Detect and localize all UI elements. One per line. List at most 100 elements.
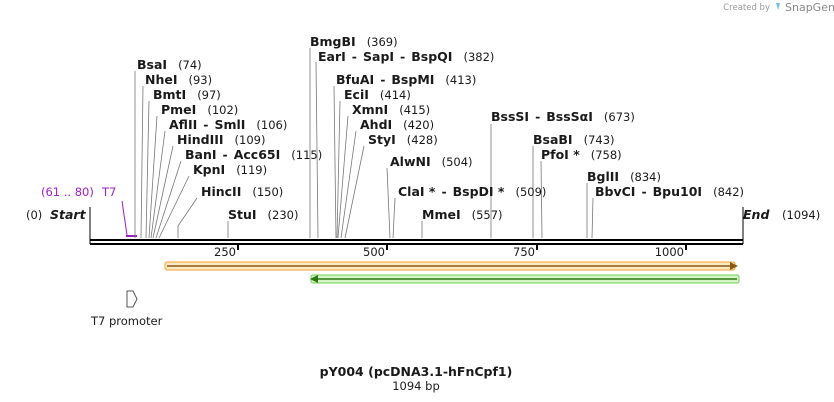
site-position: (369) [367,35,398,49]
tick-label-750: 750 [513,245,535,259]
site-name: MmeI [422,207,461,222]
site-leaders [134,48,594,239]
site-label: BfuAI-BspMI(413) [336,72,476,87]
site-position: (428) [407,133,438,147]
map-subtitle: 1094 bp [392,379,440,393]
site-name: XmnI [352,102,388,117]
t7-primer-name: T7 [101,185,116,199]
site-label: BbvCI-Bpu10I(842) [595,184,744,199]
site-label: BsaI (74) [137,57,202,72]
site-position: (557) [472,208,503,222]
created-by-text: Created by [723,3,770,13]
site-position: (382) [463,50,494,64]
site-name: BglII [587,169,619,184]
site-position: (230) [268,208,299,222]
site-name: SapI [363,49,394,64]
site-name: EciI [344,87,369,102]
t7-promoter-label: T7 promoter [90,314,163,328]
site-name: BmtI [153,87,186,102]
site-position: (106) [256,118,287,132]
site-position: (97) [197,88,221,102]
site-position: (743) [584,133,615,147]
site-name: PmeI [161,102,196,117]
sequence-backbone [89,207,744,245]
snapgene-brand: SnapGene [785,1,834,14]
site-name: BspQI [411,49,452,64]
site-position: (673) [604,110,635,124]
site-name: HincII [201,184,241,199]
site-label: ClaI *-BspDI *(509) [398,184,546,199]
site-name: BfuAI [336,72,374,87]
tick-label-250: 250 [214,245,236,259]
site-label: PfoI * (758) [541,147,622,162]
site-label: EarI-SapI-BspQI(382) [318,49,494,64]
site-label: HincII (150) [201,184,283,199]
site-name: BmgBI [310,34,356,49]
site-name: BssSI [491,109,529,124]
t7-primer-range: (61 .. 80) [41,185,94,199]
site-name: BssSαI [546,109,593,124]
site-name: BsaI [137,57,167,72]
site-label: BssSI-BssSαI(673) [491,109,635,124]
site-name: StuI [228,207,257,222]
site-label: StuI (230) [228,207,298,222]
site-label: BmtI (97) [153,87,221,102]
site-name: SmlI [214,117,245,132]
site-name: BbvCI [595,184,635,199]
site-position: (102) [207,103,238,117]
green-feature-arrow [310,274,740,284]
site-name: EarI [318,49,346,64]
site-name: ClaI * [398,184,436,199]
site-position: (834) [630,170,661,184]
site-label: KpnI (119) [193,162,267,177]
site-name: AlwNI [390,154,431,169]
site-name: HindIII [177,132,224,147]
site-label: HindIII (109) [177,132,265,147]
site-label: MmeI (557) [422,207,503,222]
site-name: NheI [145,72,178,87]
site-name: KpnI [193,162,225,177]
snapgene-logo-icon [776,3,780,10]
site-position: (119) [236,163,267,177]
site-name: BanI [185,147,217,162]
site-label: AlwNI (504) [390,154,473,169]
site-label: StyI (428) [368,132,438,147]
site-position: (758) [591,148,622,162]
site-position: (115) [291,148,322,162]
end-position: (1094) [782,208,820,222]
site-name: StyI [368,132,396,147]
site-labels: BsaI(74)NheI(93)BmtI(97)PmeI(102)AflII-S… [137,34,744,222]
site-name: BspDI * [453,184,505,199]
promoter-icon [126,290,138,308]
site-position: (420) [403,118,434,132]
site-name: Bpu10I [653,184,702,199]
site-label: EciI (414) [344,87,411,102]
site-name: PfoI * [541,147,580,162]
site-position: (413) [445,73,476,87]
site-position: (414) [380,88,411,102]
site-label: BsaBI (743) [533,132,615,147]
site-label: AflII-SmlI(106) [169,117,287,132]
tick-label-1000: 1000 [655,245,684,259]
site-name: AflII [169,117,197,132]
site-position: (415) [399,103,430,117]
tick-label-500: 500 [363,245,385,259]
site-position: (509) [515,185,546,199]
site-position: (109) [235,133,266,147]
site-label: XmnI (415) [352,102,430,117]
site-position: (504) [442,155,473,169]
orange-feature-arrow [164,261,738,271]
site-position: (74) [178,58,202,72]
site-label: BmgBI (369) [310,34,398,49]
site-label: BglII (834) [587,169,661,184]
site-label: PmeI (102) [161,102,238,117]
site-position: (842) [713,185,744,199]
site-label: AhdI(420) [360,117,434,132]
start-position: (0) [26,208,42,222]
site-position: (150) [252,185,283,199]
site-position: (93) [189,73,213,87]
site-label: NheI (93) [145,72,212,87]
map-title: pY004 (pcDNA3.1-hFnCpf1) [320,364,513,379]
site-name: BsaBI [533,132,573,147]
